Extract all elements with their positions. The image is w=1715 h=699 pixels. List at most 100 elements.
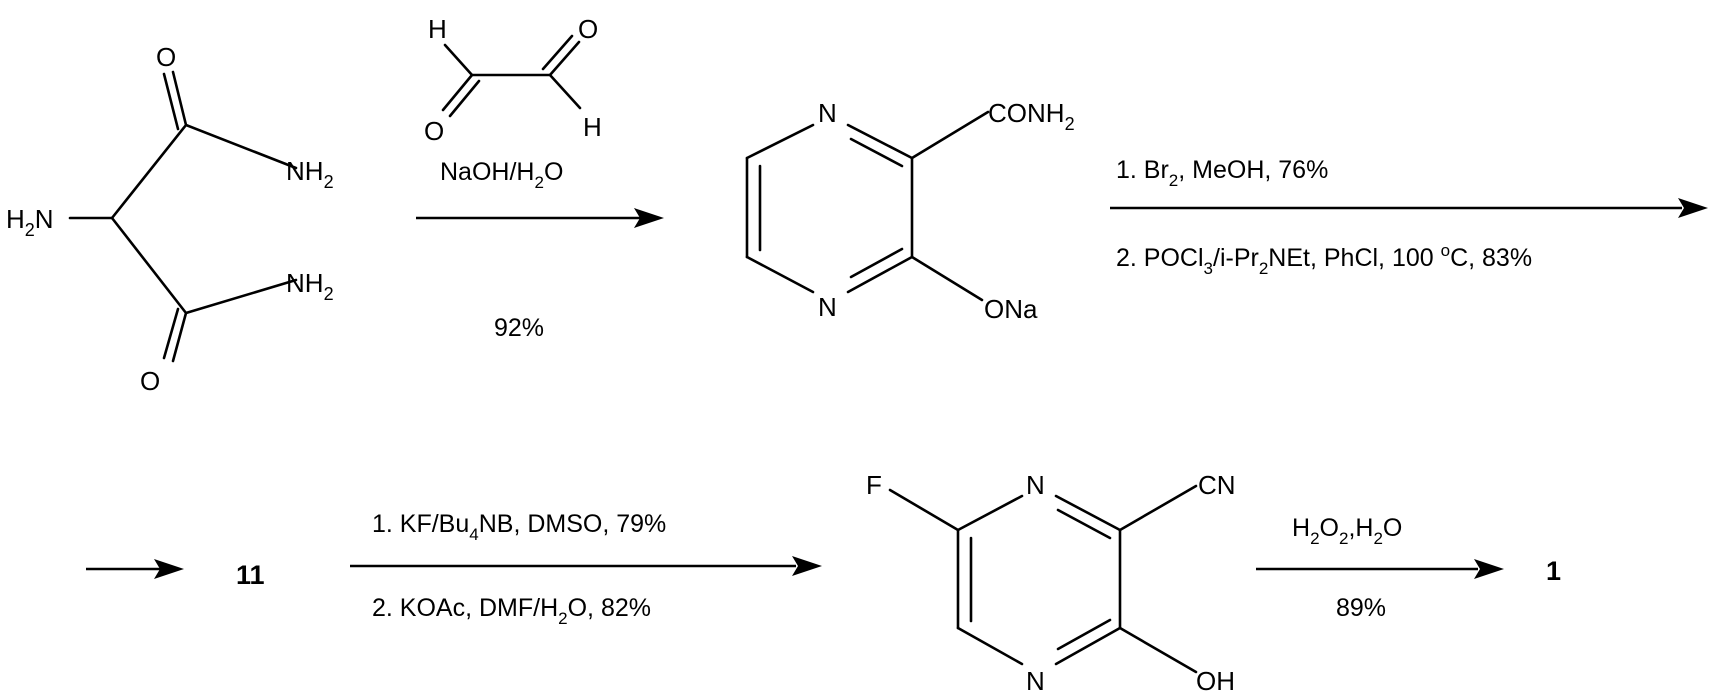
ring-bond: [846, 123, 914, 160]
oxygen-label: O: [140, 366, 160, 396]
reagent-part: /i-Pr: [1213, 244, 1259, 272]
nh2-n: NH: [286, 268, 324, 298]
fluoropyrazine-structure: F N CN N OH: [866, 470, 1236, 696]
subscript: 2: [558, 609, 567, 628]
nitrile-label: CN: [1198, 470, 1236, 500]
bond: [443, 43, 474, 77]
step1-reagent: NaOH/H2O: [440, 158, 563, 192]
reagent-part: O: [544, 158, 563, 186]
arrowhead: [634, 208, 664, 228]
ring-nitrogen-label: N: [1026, 666, 1045, 696]
subscript: 3: [1204, 259, 1213, 278]
amide-nh2-label: NH2: [286, 156, 334, 192]
bond: [548, 73, 582, 110]
bond: [448, 79, 481, 118]
step3-line2: 2. KOAc, DMF/H2O, 82%: [372, 594, 651, 628]
step2-line1: 1. Br2, MeOH, 76%: [1116, 156, 1328, 190]
reagent-part: 1. KF/Bu: [372, 510, 469, 538]
reagent-part: H: [1292, 514, 1310, 542]
amine-h2n-label: H2N: [6, 204, 54, 240]
reagent-part: NaOH/H: [440, 158, 534, 186]
h2n-subscript: 2: [25, 220, 35, 240]
bond: [171, 311, 188, 363]
ring-bond-inner: [1056, 618, 1112, 651]
carboxamide-label: CONH2: [988, 98, 1075, 134]
intermediate-number: 11: [236, 560, 265, 590]
ring-bond-inner: [849, 247, 904, 279]
bond: [184, 278, 298, 315]
substituent-bond: [888, 488, 960, 532]
arrowhead: [154, 559, 184, 579]
arrowhead: [792, 556, 822, 576]
superscript: o: [1441, 241, 1450, 260]
subscript: 2: [1169, 171, 1178, 190]
ring-bond: [1054, 494, 1122, 532]
subscript: 2: [1310, 529, 1319, 548]
ring-bond: [1054, 626, 1122, 666]
reagent-part: C, 83%: [1450, 244, 1532, 272]
bond: [541, 34, 574, 71]
bond: [162, 307, 180, 360]
ring-bond: [846, 255, 914, 294]
oxygen-label: O: [424, 116, 444, 146]
substituent-bond: [1118, 484, 1198, 532]
subscript: 2: [1259, 259, 1268, 278]
bond: [110, 216, 188, 315]
subscript: 2: [1065, 114, 1075, 134]
hydrogen-label: H: [583, 112, 602, 142]
ring-bond: [745, 255, 815, 294]
hydrogen-label: H: [428, 14, 447, 44]
aminomalonamide-structure: O NH2 H2N NH2 O: [6, 42, 334, 396]
step2-line2: 2. POCl3/i-Pr2NEt, PhCl, 100 oC, 83%: [1116, 241, 1532, 278]
hydroxyl-label: OH: [1196, 666, 1235, 696]
substituent-bond: [910, 255, 984, 302]
subscript: 2: [1373, 529, 1382, 548]
ring-nitrogen-label: N: [818, 292, 837, 322]
arrowhead: [1678, 198, 1708, 218]
ring-bond-inner: [849, 137, 904, 168]
nh2-n: NH: [286, 156, 324, 186]
ring-bond-inner: [1056, 508, 1112, 540]
ring-bond: [956, 494, 1024, 532]
nh2-subscript: 2: [324, 284, 334, 304]
substituent-bond: [1118, 626, 1198, 674]
amide-nh2-label: NH2: [286, 268, 334, 304]
product-number: 1: [1546, 556, 1561, 586]
substituent-bond: [910, 110, 990, 160]
pyrazine-carboxamide-structure: N CONH2 N ONa: [745, 98, 1075, 324]
ring-nitrogen-label: N: [818, 98, 837, 128]
step3-line1: 1. KF/Bu4NB, DMSO, 79%: [372, 510, 666, 544]
reagent-part: 2. KOAc, DMF/H: [372, 594, 558, 622]
reagent-part: , MeOH, 76%: [1178, 156, 1328, 184]
bond: [162, 72, 180, 131]
reagent-part: ,H: [1348, 514, 1373, 542]
bond: [171, 70, 188, 127]
reagent-part: O: [1383, 514, 1402, 542]
reagent-part: 2. POCl: [1116, 244, 1204, 272]
subscript: 2: [534, 173, 543, 192]
subscript: 2: [1339, 529, 1348, 548]
fluorine-label: F: [866, 470, 882, 500]
conh2-part: CONH: [988, 98, 1065, 128]
oxygen-label: O: [578, 14, 598, 44]
step4-reagent: H2O2,H2O: [1292, 514, 1402, 548]
nh2-subscript: 2: [324, 172, 334, 192]
reagent-part: O: [1320, 514, 1339, 542]
step4-yield: 89%: [1336, 594, 1386, 622]
subscript: 4: [469, 525, 478, 544]
sodium-oxide-label: ONa: [984, 294, 1038, 324]
bond: [548, 40, 581, 77]
h2n-h: H: [6, 204, 25, 234]
bond: [441, 73, 474, 112]
reagent-part: 1. Br: [1116, 156, 1169, 184]
oxygen-label: O: [156, 42, 176, 72]
ring-bond: [745, 123, 815, 160]
ring-bond: [956, 626, 1024, 666]
bond: [110, 123, 188, 220]
step1-yield: 92%: [494, 314, 544, 342]
bond: [184, 123, 298, 170]
glyoxal-structure: H O O H: [424, 14, 602, 146]
h2n-n: N: [35, 204, 54, 234]
reagent-part: NB, DMSO, 79%: [479, 510, 667, 538]
